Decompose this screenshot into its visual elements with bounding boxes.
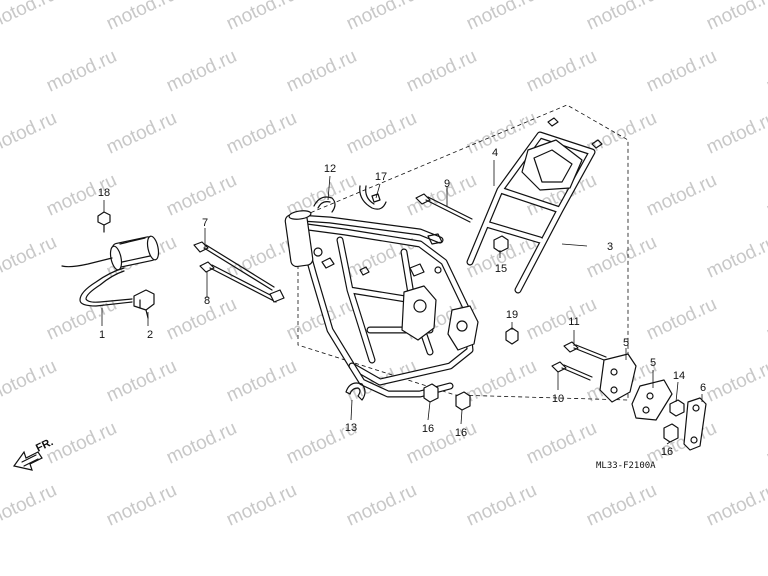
frame-group-outline bbox=[297, 104, 629, 401]
label-1: 1 bbox=[99, 329, 105, 341]
watermark-text: motod.ru bbox=[643, 294, 720, 345]
label-7: 7 bbox=[202, 217, 208, 229]
watermark-text: motod.ru bbox=[643, 170, 720, 221]
watermark-text: motod.ru bbox=[103, 108, 180, 159]
nut-16a bbox=[423, 383, 439, 403]
watermark-text: motod.ru bbox=[223, 480, 300, 531]
watermark-text: motod.ru bbox=[703, 356, 768, 407]
watermark-text: motod.ru bbox=[0, 480, 60, 531]
watermark-text: motod.ru bbox=[703, 0, 768, 35]
label-16b: 16 bbox=[455, 427, 467, 439]
watermark-text: motod.ru bbox=[403, 170, 480, 221]
watermark-text: motod.ru bbox=[103, 356, 180, 407]
main-frame bbox=[284, 210, 479, 398]
leader-lines bbox=[101, 160, 703, 445]
label-3: 3 bbox=[607, 241, 613, 253]
nut-19 bbox=[505, 327, 519, 345]
label-5b: 5 bbox=[650, 357, 656, 369]
watermark-text: motod.ru bbox=[583, 232, 660, 283]
watermark-text: motod.ru bbox=[283, 46, 360, 97]
bolt-8 bbox=[199, 261, 285, 303]
bracket-6 bbox=[683, 397, 707, 451]
label-2: 2 bbox=[147, 329, 153, 341]
clamp-12 bbox=[313, 196, 336, 213]
collar-13 bbox=[345, 382, 366, 401]
hanger-plate-5a bbox=[599, 353, 637, 403]
watermark-text: motod.ru bbox=[343, 480, 420, 531]
label-19: 19 bbox=[506, 309, 518, 321]
watermark-text: motod.ru bbox=[103, 480, 180, 531]
watermark-text: motod.ru bbox=[223, 108, 300, 159]
ignition-coil bbox=[61, 235, 160, 307]
nut-16b bbox=[455, 391, 471, 411]
hanger-plate-5b bbox=[631, 379, 673, 421]
bolt-9 bbox=[415, 193, 473, 223]
watermark-text: motod.ru bbox=[103, 0, 180, 35]
watermark-text: motod.ru bbox=[583, 480, 660, 531]
bolt-18 bbox=[97, 211, 111, 233]
watermark-text: motod.ru bbox=[43, 418, 120, 469]
watermark-text: motod.ru bbox=[703, 108, 768, 159]
label-16a: 16 bbox=[422, 423, 434, 435]
label-12: 12 bbox=[324, 163, 336, 175]
label-15: 15 bbox=[495, 263, 507, 275]
bolt-10 bbox=[551, 361, 593, 381]
label-17: 17 bbox=[375, 171, 387, 183]
rear-subframe bbox=[466, 117, 603, 294]
label-5a: 5 bbox=[623, 337, 629, 349]
watermark-text: motod.ru bbox=[763, 170, 768, 221]
label-11: 11 bbox=[568, 316, 579, 328]
label-8: 8 bbox=[204, 295, 210, 307]
watermark-text: motod.ru bbox=[403, 418, 480, 469]
watermark-text: motod.ru bbox=[763, 418, 768, 469]
watermark-text: motod.ru bbox=[763, 294, 768, 345]
watermark-text: motod.ru bbox=[0, 232, 60, 283]
watermark-text: motod.ru bbox=[463, 480, 540, 531]
watermark-text: motod.ru bbox=[763, 46, 768, 97]
watermark-text: motod.ru bbox=[343, 0, 420, 35]
nut-16c bbox=[663, 423, 679, 443]
label-9: 9 bbox=[444, 178, 450, 190]
label-10: 10 bbox=[552, 393, 564, 405]
watermark-text: motod.ru bbox=[403, 46, 480, 97]
callout-labels: 1 2 3 4 5 5 6 7 8 9 10 11 12 13 14 15 16… bbox=[98, 147, 706, 458]
watermark-text: motod.ru bbox=[0, 356, 60, 407]
watermark-text: motod.ru bbox=[583, 0, 660, 35]
watermark-text: motod.ru bbox=[523, 294, 600, 345]
nut-15 bbox=[493, 235, 509, 253]
watermark-text: motod.ru bbox=[463, 0, 540, 35]
diagram-code: ML33-F2100A bbox=[596, 461, 656, 471]
label-13: 13 bbox=[345, 422, 357, 434]
watermark-text: motod.ru bbox=[343, 108, 420, 159]
bolt-11 bbox=[563, 341, 607, 361]
watermark-text: motod.ru bbox=[163, 418, 240, 469]
label-14: 14 bbox=[673, 370, 685, 382]
watermark-text: motod.ru bbox=[523, 46, 600, 97]
label-18: 18 bbox=[98, 187, 110, 199]
watermark-text: motod.ru bbox=[223, 0, 300, 35]
watermark-text: motod.ru bbox=[643, 46, 720, 97]
watermark-text: motod.ru bbox=[463, 356, 540, 407]
watermark-text: motod.ru bbox=[703, 480, 768, 531]
watermark-text: motod.ru bbox=[163, 294, 240, 345]
label-6: 6 bbox=[700, 382, 706, 394]
clamp-17 bbox=[359, 185, 387, 210]
bolt-7 bbox=[193, 241, 275, 291]
label-16c: 16 bbox=[661, 446, 673, 458]
label-4: 4 bbox=[492, 147, 498, 159]
watermark-text: motod.ru bbox=[43, 46, 120, 97]
plug-cap bbox=[133, 289, 155, 319]
nut-14 bbox=[669, 399, 685, 417]
watermark-text: motod.ru bbox=[163, 46, 240, 97]
watermark-text: motod.ru bbox=[0, 0, 60, 35]
watermark-text: motod.ru bbox=[0, 108, 60, 159]
watermark-text: motod.ru bbox=[163, 170, 240, 221]
watermark-text: motod.ru bbox=[703, 232, 768, 283]
watermark-text: motod.ru bbox=[223, 356, 300, 407]
watermark-text: motod.ru bbox=[523, 418, 600, 469]
